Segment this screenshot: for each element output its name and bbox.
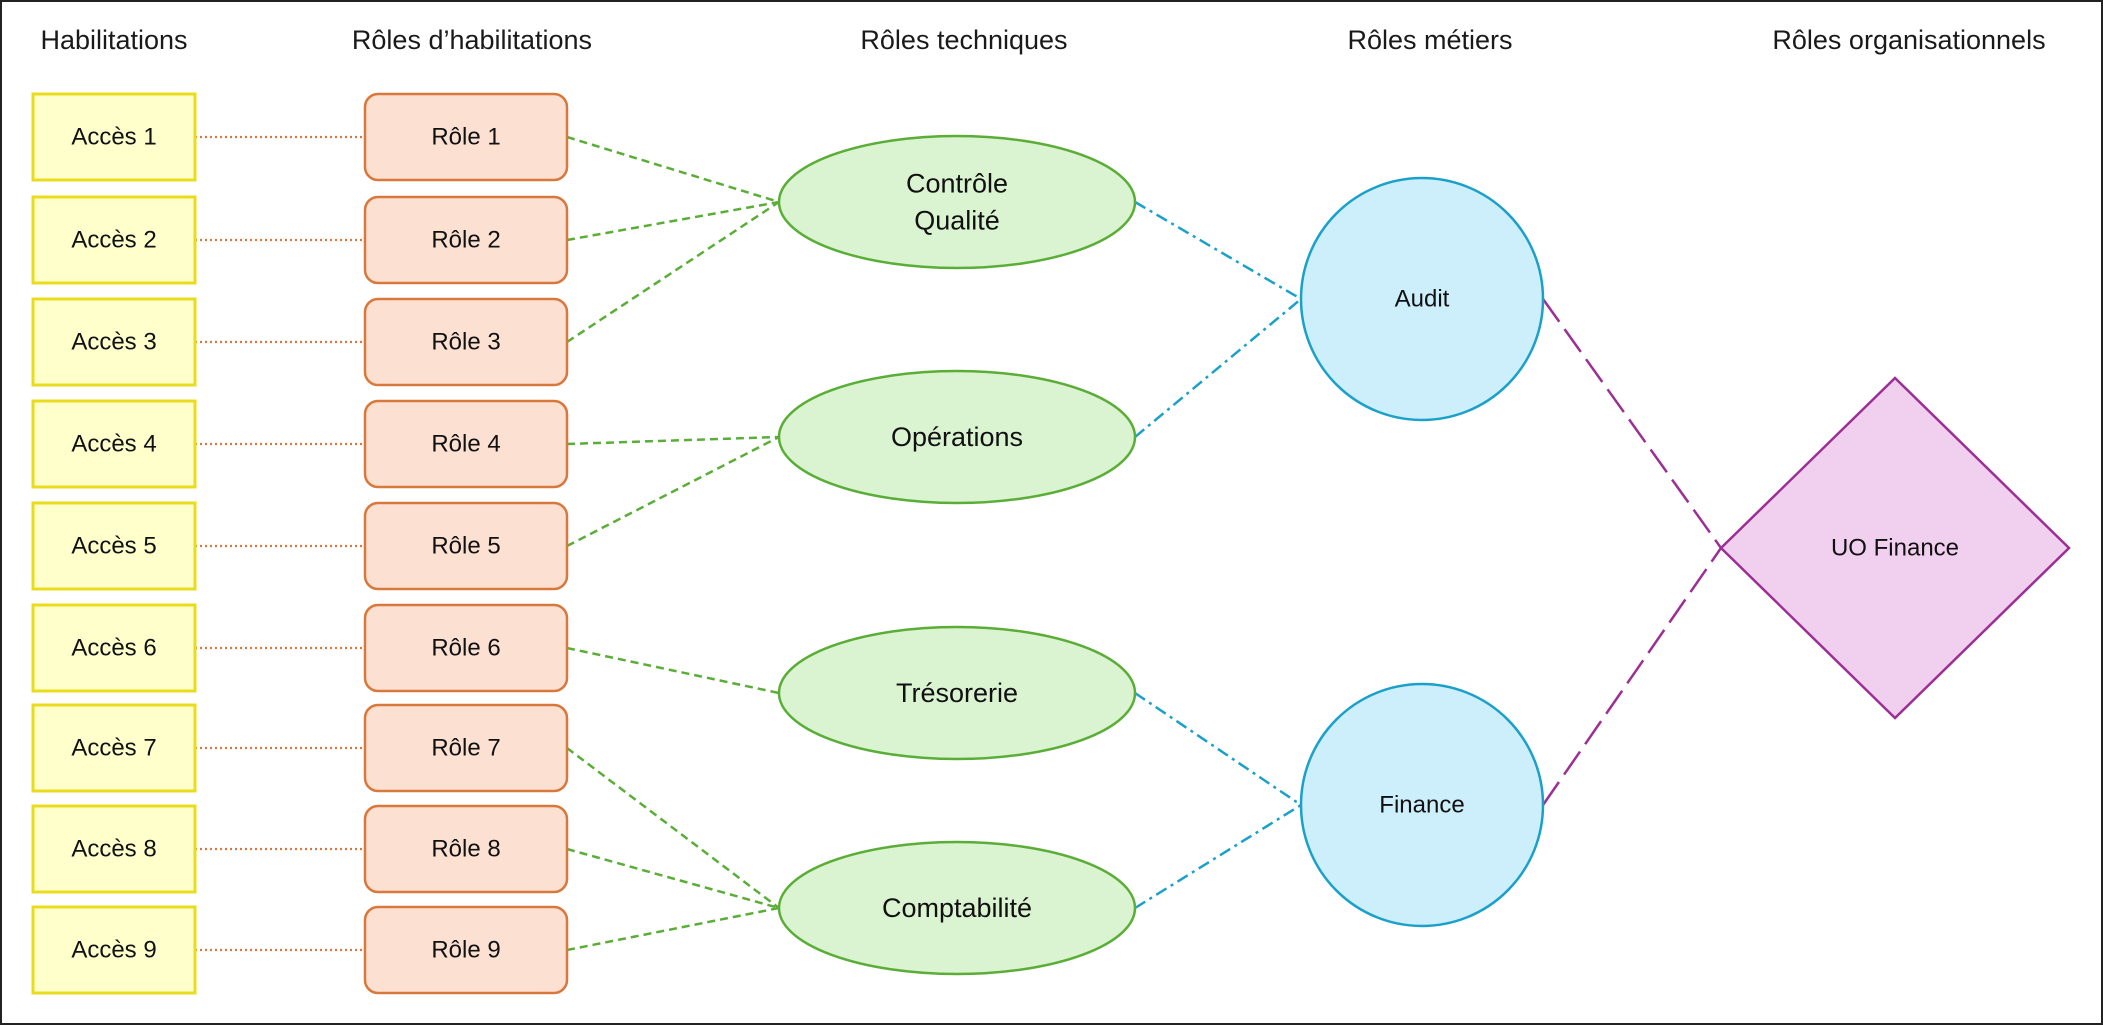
link-role-5-operations <box>566 435 780 548</box>
acces-label: Accès 6 <box>71 635 156 662</box>
acces-box <box>31 905 197 995</box>
role-node-9: Rôle 9 <box>363 905 569 995</box>
acces-node-7: Accès 7 <box>31 703 197 793</box>
role-label: Rôle 2 <box>431 227 500 254</box>
acces-node-1: Accès 1 <box>31 92 197 182</box>
header-habilitations: Habilitations <box>40 25 187 55</box>
link-role-3-controle-qualite <box>566 200 780 344</box>
role-label: Rôle 8 <box>431 836 500 863</box>
technical-role-label: Qualité <box>914 206 1000 236</box>
link-tresorerie-finance <box>1134 691 1302 807</box>
connector-lines <box>195 135 1723 952</box>
technical-role-label: Trésorerie <box>896 678 1018 708</box>
acces-label: Accès 8 <box>71 836 156 863</box>
business-role-label: Finance <box>1379 792 1464 819</box>
role-node-8: Rôle 8 <box>363 804 569 894</box>
technical-role-ellipse <box>777 625 1137 761</box>
acces-label: Accès 2 <box>71 227 156 254</box>
acces-node-9: Accès 9 <box>31 905 197 995</box>
business-role-finance: Finance <box>1299 682 1545 928</box>
org-role-uo-finance: UO Finance <box>1719 376 2071 720</box>
acces-label: Accès 1 <box>71 124 156 151</box>
header-roles-organisationnels: Rôles organisationnels <box>1772 25 2045 55</box>
link-role-9-comptabilite <box>566 906 780 952</box>
org-role-diamond <box>1719 376 2071 720</box>
role-node-1: Rôle 1 <box>363 92 569 182</box>
role-label: Rôle 5 <box>431 533 500 560</box>
acces-box <box>31 703 197 793</box>
technical-role-ellipse <box>777 369 1137 505</box>
business-role-circle <box>1299 682 1545 928</box>
link-comptabilite-finance <box>1134 803 1302 910</box>
role-node-5: Rôle 5 <box>363 501 569 591</box>
link-role-6-tresorerie <box>566 646 780 695</box>
link-finance-uo-finance <box>1541 547 1723 806</box>
role-node-4: Rôle 4 <box>363 399 569 489</box>
acces-box <box>31 804 197 894</box>
technical-role-label: Opérations <box>891 422 1023 452</box>
link-audit-uo-finance <box>1541 298 1723 549</box>
acces-label: Accès 7 <box>71 735 156 762</box>
acces-node-6: Accès 6 <box>31 603 197 693</box>
role-box <box>363 92 569 182</box>
acces-box <box>31 603 197 693</box>
technical-role-label: Contrôle <box>906 169 1008 199</box>
role-label: Rôle 9 <box>431 937 500 964</box>
acces-label: Accès 9 <box>71 937 156 964</box>
role-box <box>363 501 569 591</box>
acces-node-2: Accès 2 <box>31 195 197 285</box>
acces-label: Accès 4 <box>71 431 156 458</box>
technical-role-label: Comptabilité <box>882 893 1032 923</box>
business-role-label: Audit <box>1395 286 1450 313</box>
acces-node-8: Accès 8 <box>31 804 197 894</box>
link-operations-audit <box>1134 298 1302 438</box>
link-role-4-operations <box>566 435 780 446</box>
technical-role-tresorerie: Trésorerie <box>777 625 1137 761</box>
link-role-1-controle-qualite <box>566 135 780 204</box>
role-label: Rôle 6 <box>431 635 500 662</box>
role-box <box>363 399 569 489</box>
role-box <box>363 297 569 387</box>
org-role-label: UO Finance <box>1831 535 1959 562</box>
role-label: Rôle 4 <box>431 431 500 458</box>
role-box <box>363 703 569 793</box>
technical-role-ellipse <box>777 840 1137 976</box>
diagram-nodes: Accès 1 Accès 2 Accès 3 Accès 4 Accès 5 Accès… <box>31 92 2071 995</box>
acces-box <box>31 399 197 489</box>
business-role-circle <box>1299 176 1545 422</box>
link-role-7-comptabilite <box>566 747 780 909</box>
acces-box <box>31 92 197 182</box>
acces-node-5: Accès 5 <box>31 501 197 591</box>
technical-role-operations: Opérations <box>777 369 1137 505</box>
header-roles-habilitations: Rôles d’habilitations <box>352 25 592 55</box>
role-label: Rôle 3 <box>431 329 500 356</box>
role-box <box>363 603 569 693</box>
header-roles-techniques: Rôles techniques <box>860 25 1067 55</box>
role-node-7: Rôle 7 <box>363 703 569 793</box>
business-role-audit: Audit <box>1299 176 1545 422</box>
role-node-6: Rôle 6 <box>363 603 569 693</box>
role-node-3: Rôle 3 <box>363 297 569 387</box>
acces-box <box>31 501 197 591</box>
role-node-2: Rôle 2 <box>363 195 569 285</box>
role-box <box>363 804 569 894</box>
link-role-2-controle-qualite <box>566 200 780 242</box>
technical-role-comptabilite: Comptabilité <box>777 840 1137 976</box>
role-label: Rôle 7 <box>431 735 500 762</box>
link-role-8-comptabilite <box>566 847 780 910</box>
acces-box <box>31 297 197 387</box>
header-roles-metiers: Rôles métiers <box>1347 25 1512 55</box>
acces-box <box>31 195 197 285</box>
role-label: Rôle 1 <box>431 124 500 151</box>
acces-label: Accès 3 <box>71 329 156 356</box>
acces-node-4: Accès 4 <box>31 399 197 489</box>
acces-node-3: Accès 3 <box>31 297 197 387</box>
acces-label: Accès 5 <box>71 533 156 560</box>
technical-role-ellipse <box>777 134 1137 270</box>
role-box <box>363 905 569 995</box>
role-box <box>363 195 569 285</box>
link-controle-qualite-audit <box>1134 200 1302 301</box>
